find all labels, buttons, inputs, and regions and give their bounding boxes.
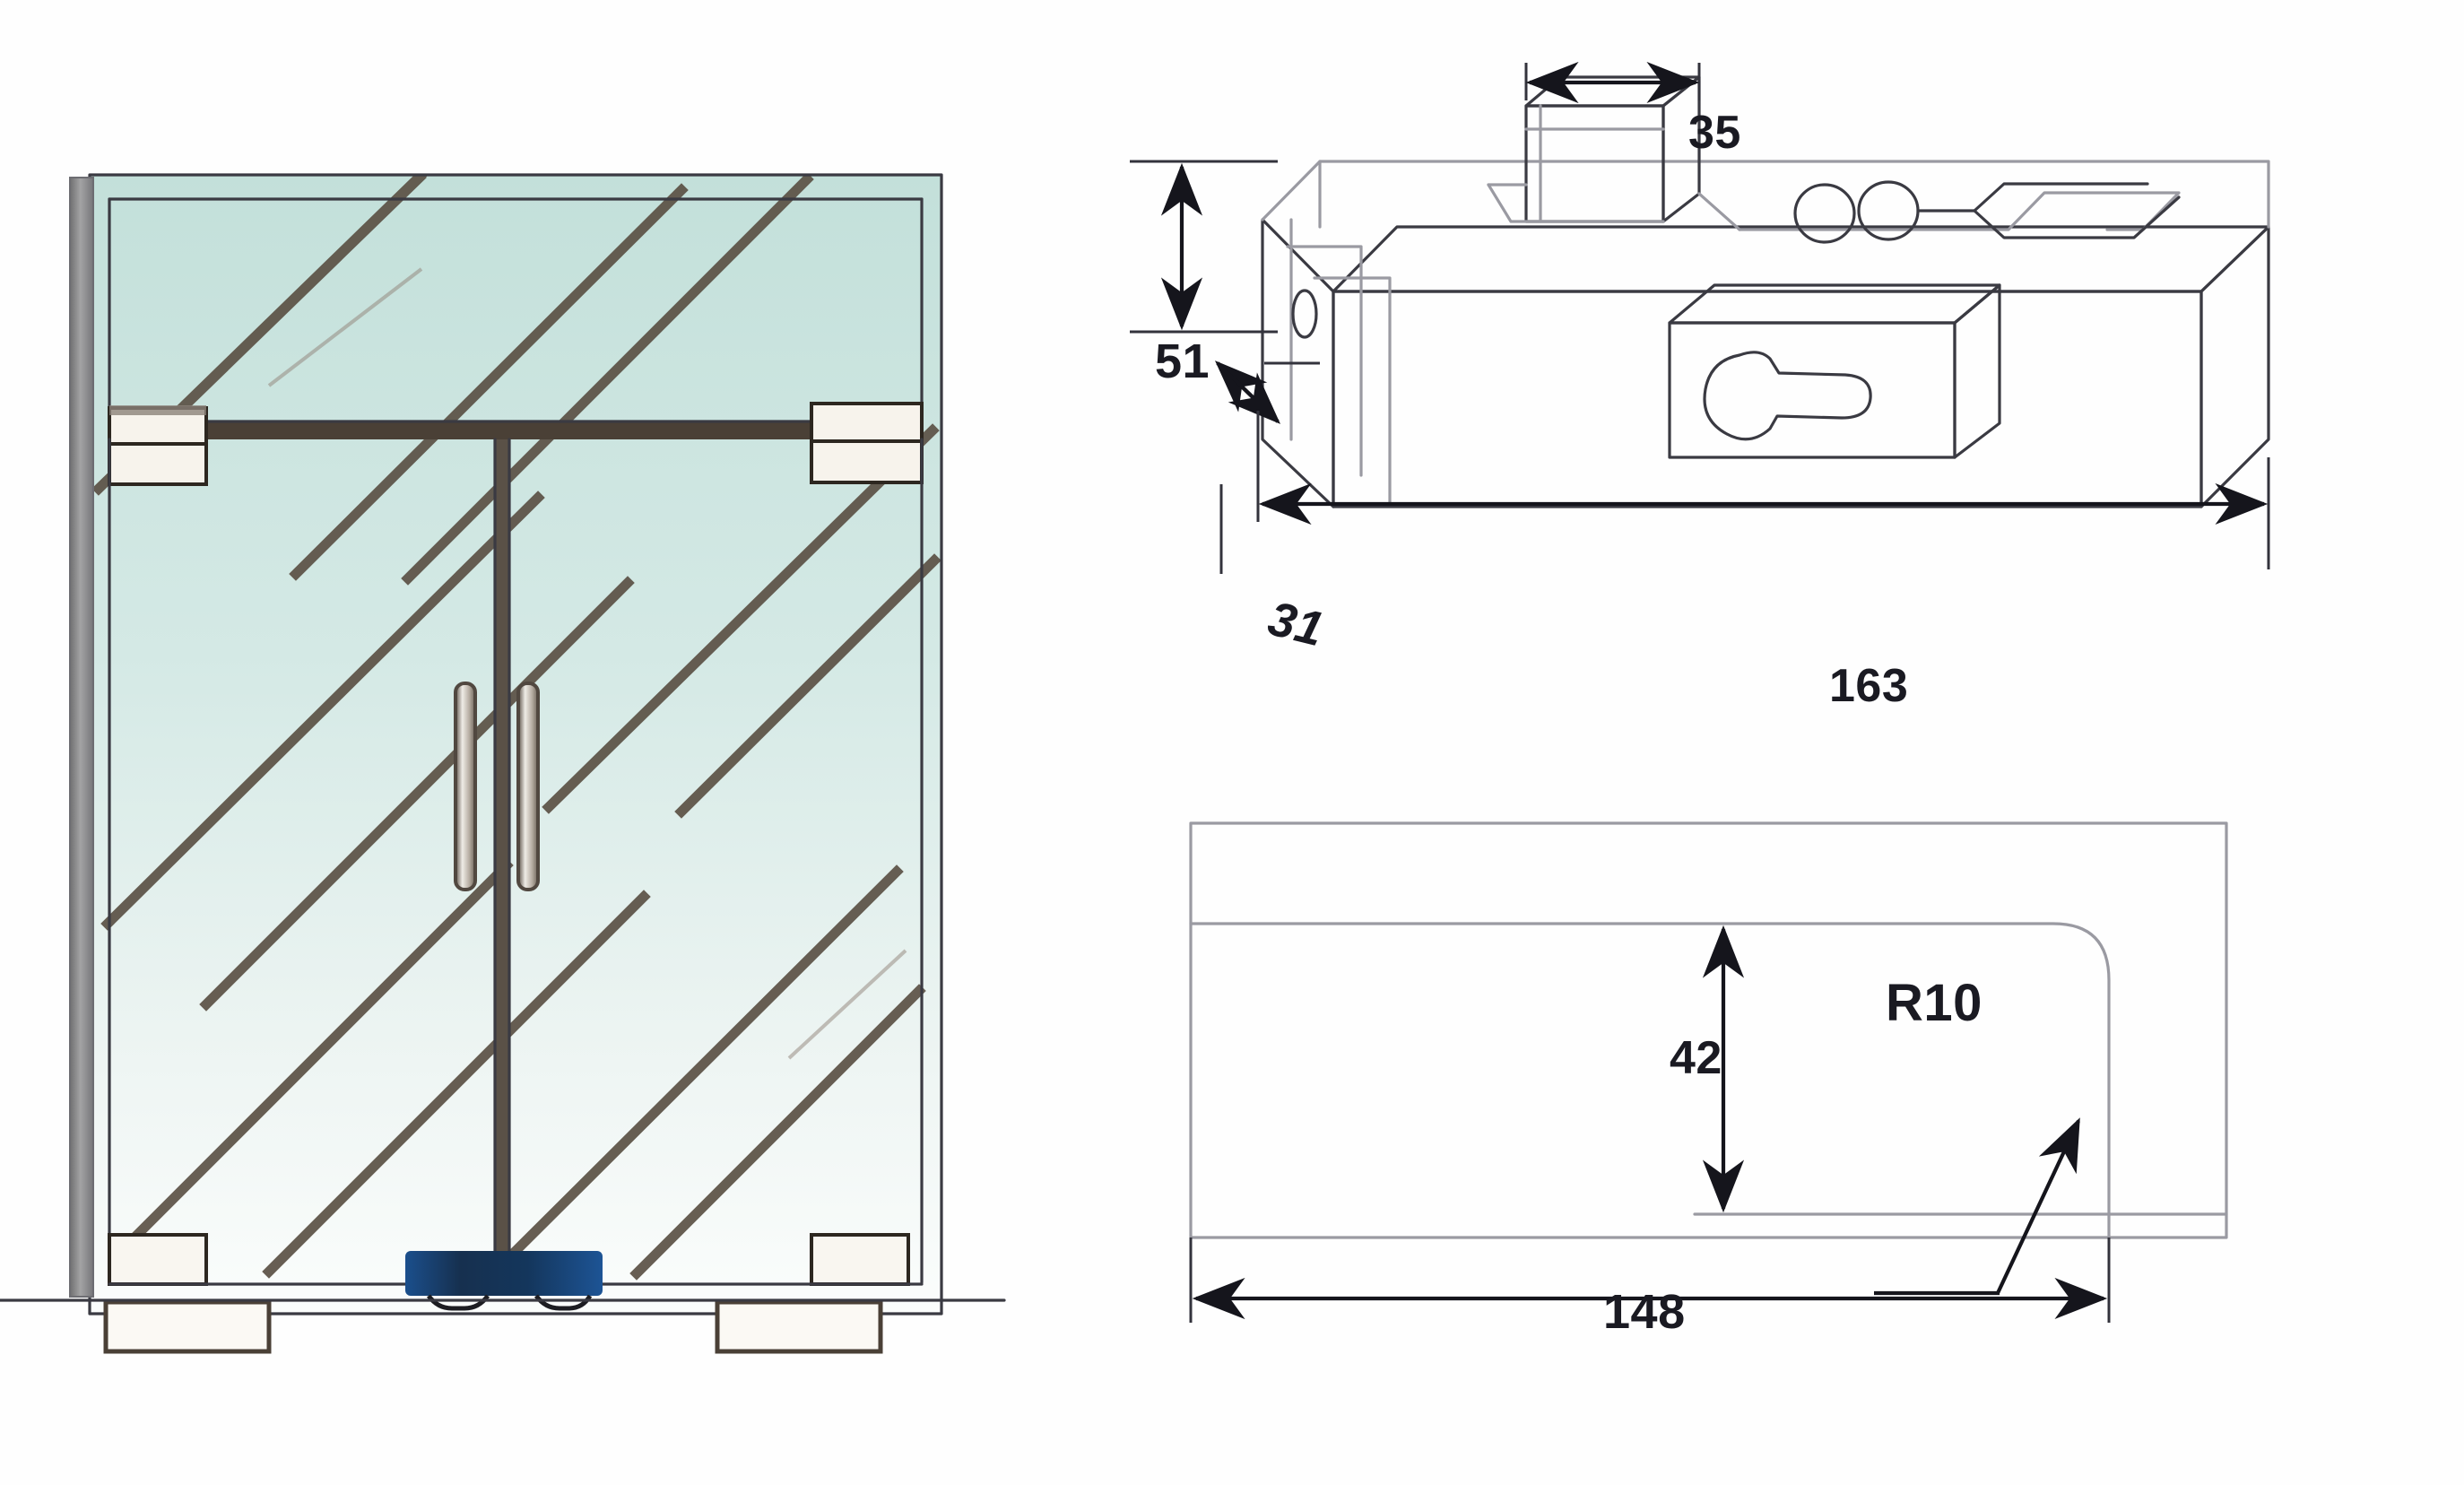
dim-51: [1130, 160, 1278, 334]
pull-handle-left[interactable]: [454, 682, 477, 891]
dim-35: [1524, 61, 1701, 104]
dim-label-42: 42: [1670, 1032, 1722, 1084]
iso-dimension-layer: [1130, 61, 2270, 574]
glass-reflections: [91, 175, 941, 1281]
dim-label-148: 148: [1603, 1285, 1686, 1339]
glass-fill: [90, 175, 941, 1314]
floor-base-left: [103, 1299, 272, 1354]
floor-base-right: [715, 1299, 883, 1354]
top-patch-right: [810, 402, 924, 484]
bottom-patch-right: [810, 1233, 910, 1286]
lock-cylinder-cutout: [1668, 283, 2001, 459]
dim-label-51: 51: [1155, 334, 1210, 388]
dim-148: [1189, 1238, 2111, 1323]
transom-rail: [108, 420, 924, 439]
dim-31: [1214, 360, 1320, 574]
door-elevation-svg: [0, 173, 1006, 1354]
dim-163: [1256, 411, 2270, 569]
plate-profile-with-radius: [1189, 922, 2111, 1239]
keyhole-shape: [1703, 351, 1872, 441]
door-elevation-view: [0, 0, 1058, 1485]
pull-handle-right[interactable]: [516, 682, 540, 891]
dim-label-r10: R10: [1886, 974, 1982, 1032]
dim-label-35: 35: [1688, 107, 1741, 159]
screw-holes-group: [1738, 180, 2181, 244]
bottom-patch-left: [108, 1233, 208, 1286]
left-jamb-post: [69, 177, 94, 1298]
dim-label-163: 163: [1829, 660, 1909, 712]
center-meeting-stile: [493, 438, 511, 1286]
glass-assembly: [88, 173, 943, 1316]
side-oval-hole: [1291, 289, 1318, 339]
plan-outline: [1189, 821, 2228, 1239]
patch-fitting-plan-detail: [1189, 821, 2228, 1323]
dim-R10-leader: [1874, 1117, 2080, 1296]
floor-closer: [405, 1251, 603, 1311]
screw-hole-1: [1793, 183, 1856, 244]
top-patch-left: [108, 405, 208, 486]
